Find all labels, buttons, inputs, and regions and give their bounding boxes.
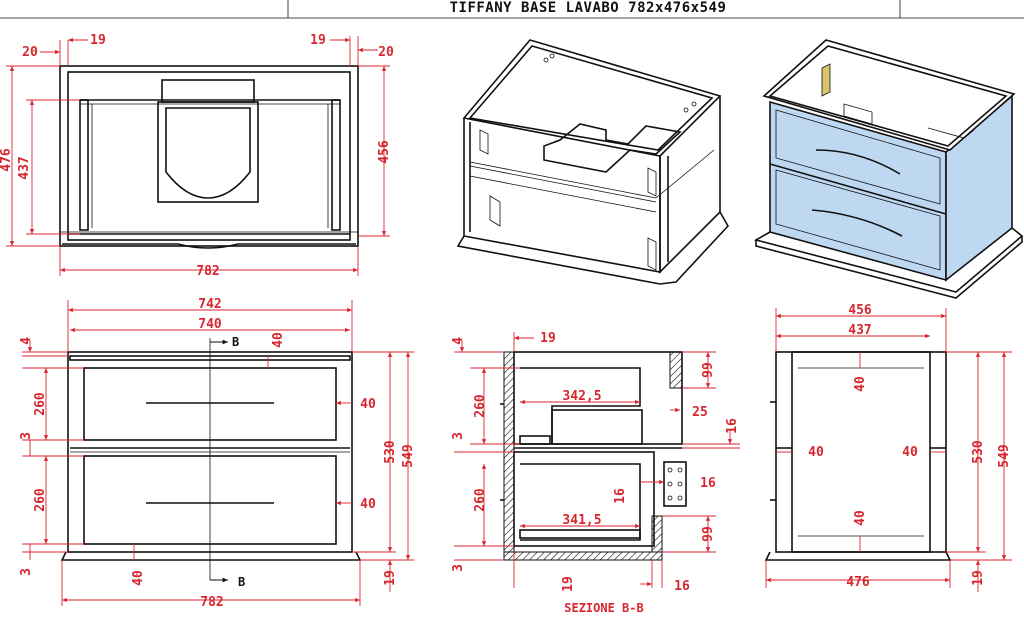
dim-top-right-outer: 20 — [378, 45, 394, 60]
dim-side-bottom-40: 40 — [853, 510, 868, 526]
dim-sec-drawer1: 260 — [473, 394, 488, 418]
dim-sec-depth2: 341,5 — [562, 513, 601, 528]
dim-sec-drawer2: 260 — [473, 488, 488, 512]
dim-side-h-inner: 530 — [971, 440, 986, 464]
front-view-dims: 742 740 782 4 260 3 260 3 40 40 40 — [19, 297, 416, 610]
dim-front-width: 782 — [200, 595, 223, 610]
dim-sec-top-gap: 4 — [451, 337, 466, 345]
dim-front-w1: 742 — [198, 297, 221, 312]
dim-side-width: 476 — [846, 575, 870, 590]
dim-side-top-40: 40 — [853, 376, 868, 392]
dim-front-side-1: 40 — [360, 397, 376, 412]
dim-side-h-total: 549 — [997, 444, 1012, 467]
dim-top-left-outer: 20 — [22, 45, 38, 60]
dim-top-height-outer: 476 — [0, 148, 14, 172]
dim-front-w2: 740 — [198, 317, 222, 332]
dim-front-bottom-40: 40 — [131, 570, 146, 586]
dim-sec-depth1: 342,5 — [562, 389, 601, 404]
dim-sec-mid-gap: 3 — [451, 432, 466, 440]
iso-frame-view — [456, 39, 729, 285]
section-mark-top: B — [232, 335, 239, 349]
dim-sec-d25: 25 — [692, 405, 708, 420]
dim-sec-h99-top: 99 — [701, 362, 716, 378]
dim-sec-d16a: 16 — [725, 418, 740, 434]
dim-front-drawer1: 260 — [33, 392, 48, 416]
drawing-title: TIFFANY BASE LAVABO 782x476x549 — [450, 0, 727, 16]
dim-front-h-total: 549 — [401, 444, 416, 467]
front-view: B B — [60, 335, 362, 589]
dim-side-plinth: 19 — [971, 570, 986, 586]
dim-front-drawer2: 260 — [33, 488, 48, 512]
dim-sec-bottom-16: 16 — [674, 579, 690, 594]
dim-front-h-inner: 530 — [383, 440, 398, 464]
dim-front-top-gap: 4 — [19, 337, 34, 345]
section-view-dims: SEZIONE B-B 19 4 260 3 260 3 342,5 341,5… — [451, 331, 740, 615]
top-view-dims: 782 20 19 19 20 476 437 456 — [0, 33, 394, 279]
iso-drawers-view — [753, 39, 1024, 299]
dim-front-mid-gap: 3 — [19, 432, 34, 440]
top-view — [59, 65, 359, 249]
section-mark-bottom: B — [238, 575, 245, 589]
dim-front-plinth: 19 — [383, 570, 398, 586]
dim-sec-d16b: 16 — [700, 476, 716, 491]
dim-front-offset: 40 — [271, 332, 286, 348]
section-view — [500, 351, 687, 561]
dim-top-right-inner: 19 — [310, 33, 326, 48]
dim-side-w2: 437 — [848, 323, 871, 338]
section-caption: SEZIONE B-B — [564, 601, 643, 615]
dim-top-left-inner: 19 — [90, 33, 106, 48]
dim-side-left-40: 40 — [808, 445, 824, 460]
dim-top-height-inner: 437 — [17, 156, 32, 179]
dim-front-side-2: 40 — [360, 497, 376, 512]
dim-side-right-40: 40 — [902, 445, 918, 460]
dim-sec-bottom-19: 19 — [561, 576, 576, 592]
dim-sec-h99-bot: 99 — [701, 526, 716, 542]
dim-sec-d16c: 16 — [613, 488, 628, 504]
dim-top-height-right: 456 — [377, 140, 392, 164]
dim-side-w1: 456 — [848, 303, 872, 318]
dim-top-width: 782 — [196, 264, 219, 279]
dim-sec-bottom-gap: 3 — [451, 564, 466, 572]
side-view-dims: 456 437 476 40 40 40 40 530 549 19 — [765, 303, 1012, 592]
title-block: TIFFANY BASE LAVABO 782x476x549 — [0, 0, 1024, 19]
dim-sec-back: 19 — [540, 331, 556, 346]
dim-front-bottom-gap: 3 — [19, 568, 34, 576]
